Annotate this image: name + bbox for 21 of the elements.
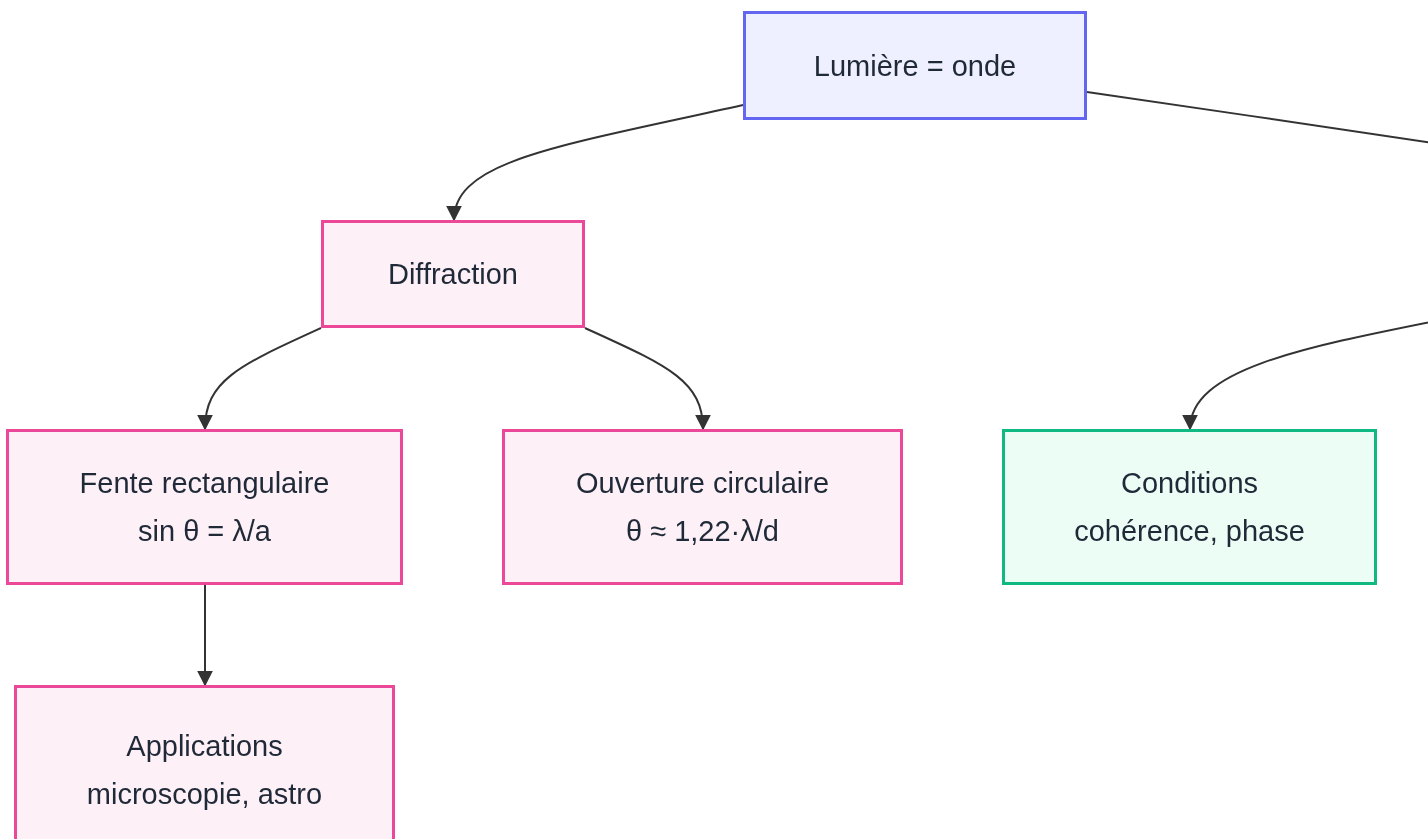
node-text: Applications [125, 729, 284, 764]
arrow [197, 584, 213, 687]
node-text: Ouverture circulaire [575, 466, 830, 501]
process-box [1002, 429, 1377, 585]
node-text: Diffraction [387, 257, 519, 292]
process-box [743, 11, 1087, 120]
arrow [584, 327, 710, 431]
node-text: Conditions [1120, 466, 1259, 501]
arrow [1184, 319, 1428, 431]
process-box [14, 685, 395, 839]
node-text: sin θ = λ/a [137, 514, 272, 549]
node-text: microscopie, astro [85, 777, 324, 812]
node-text: Fente rectangulaire [78, 466, 331, 501]
process-box [321, 220, 585, 328]
node-text: cohérence, phase [1073, 514, 1306, 549]
node-text: θ ≈ 1,22·λ/d [625, 514, 780, 549]
node-text: Lumière = onde [812, 48, 1018, 84]
arrow [197, 327, 322, 431]
arrow [448, 104, 744, 222]
process-box [502, 429, 903, 585]
process-box [6, 429, 403, 585]
